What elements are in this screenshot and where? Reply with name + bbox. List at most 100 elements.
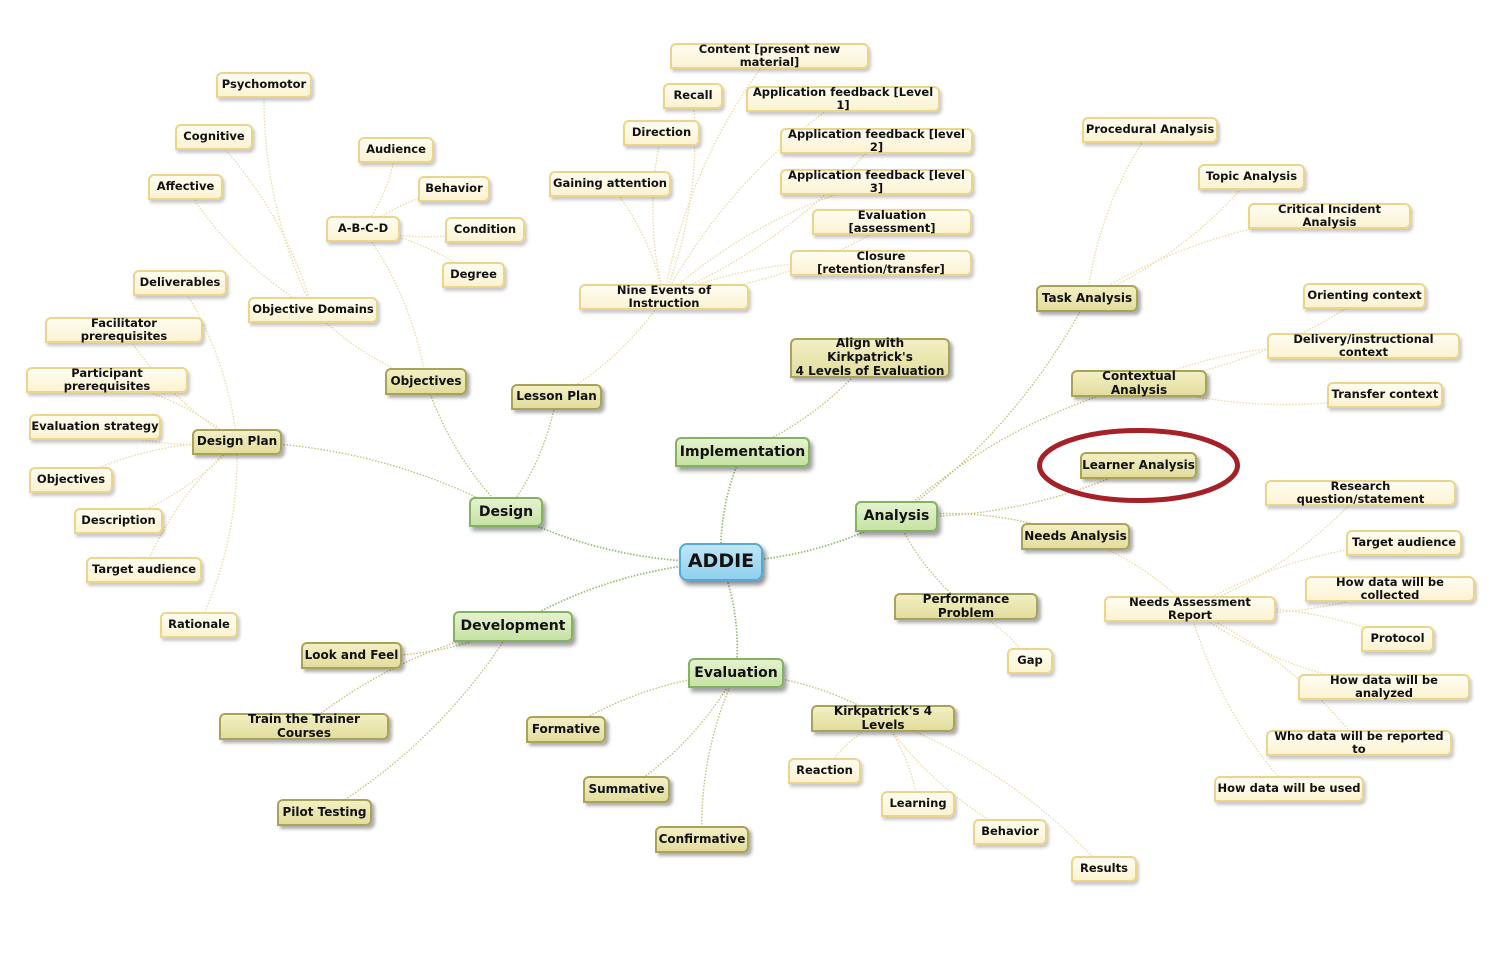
node-recall[interactable]: Recall — [663, 83, 723, 109]
node-nine-events[interactable]: Nine Events of Instruction — [579, 283, 749, 310]
node-needs-analysis[interactable]: Needs Analysis — [1021, 523, 1130, 550]
connector-evaluation-summative — [626, 672, 737, 791]
node-pilot-testing[interactable]: Pilot Testing — [277, 799, 372, 826]
node-objective-domains[interactable]: Objective Domains — [248, 297, 378, 323]
node-target-audience-design[interactable]: Target audience — [86, 557, 202, 583]
node-needs-assessment-report[interactable]: Needs Assessment Report — [1104, 595, 1276, 622]
node-behavior-abcd[interactable]: Behavior — [418, 176, 490, 202]
node-procedural-analysis[interactable]: Procedural Analysis — [1082, 117, 1218, 143]
node-data-reported[interactable]: Who data will be reported to — [1266, 729, 1452, 756]
node-task-analysis[interactable]: Task Analysis — [1036, 285, 1138, 312]
node-critical-incident-analysis[interactable]: Critical Incident Analysis — [1248, 202, 1411, 229]
node-participant-prerequisites[interactable]: Participant prerequisites — [26, 366, 188, 393]
node-behavior-kirkpatrick[interactable]: Behavior — [973, 819, 1047, 845]
connector-needs_assessment_report-data_reported — [1189, 608, 1360, 744]
connector-objective_domains-psychomotor — [263, 84, 314, 311]
highlight-ellipse — [1037, 428, 1240, 503]
node-content-new-material[interactable]: Content [present new material] — [670, 42, 869, 69]
connector-design_plan-deliverables — [179, 282, 238, 443]
connector-nine_events-direction — [652, 132, 665, 298]
node-topic-analysis[interactable]: Topic Analysis — [1198, 164, 1305, 190]
node-confirmative[interactable]: Confirmative — [655, 826, 749, 853]
node-objectives-leaf[interactable]: Objectives — [29, 467, 113, 493]
node-contextual-analysis[interactable]: Contextual Analysis — [1071, 369, 1207, 397]
connector-addie-evaluation — [720, 561, 739, 674]
node-application-feedback-1[interactable]: Application feedback [Level 1] — [746, 85, 940, 112]
connector-objectives_branch-abcd — [362, 228, 427, 382]
node-application-feedback-2[interactable]: Application feedback [level 2] — [780, 127, 973, 154]
node-reaction[interactable]: Reaction — [788, 758, 861, 784]
node-research-question[interactable]: Research question/statement — [1265, 479, 1456, 506]
connector-nine_events-app_feedback_3 — [663, 181, 877, 298]
node-kirkpatrick-levels[interactable]: Kirkpatrick's 4 Levels — [811, 704, 955, 732]
node-summative[interactable]: Summative — [583, 776, 670, 803]
connector-nine_events-app_feedback_1 — [663, 98, 844, 298]
node-psychomotor[interactable]: Psychomotor — [216, 72, 312, 98]
node-data-analyzed[interactable]: How data will be analyzed — [1298, 673, 1470, 700]
connector-addie-implementation — [719, 451, 744, 563]
node-affective[interactable]: Affective — [148, 174, 223, 200]
node-abcd[interactable]: A-B-C-D — [326, 216, 400, 242]
node-train-the-trainer[interactable]: Train the Trainer Courses — [219, 712, 389, 740]
connector-needs_assessment_report-data_analyzed — [1189, 608, 1385, 688]
connector-nine_events-evaluation_assessment — [663, 221, 893, 298]
node-direction[interactable]: Direction — [623, 120, 700, 146]
node-addie[interactable]: ADDIE — [679, 543, 763, 581]
node-look-and-feel[interactable]: Look and Feel — [301, 642, 402, 669]
node-degree[interactable]: Degree — [442, 262, 505, 288]
node-audience[interactable]: Audience — [358, 137, 434, 163]
node-transfer-context[interactable]: Transfer context — [1327, 382, 1443, 408]
node-development[interactable]: Development — [453, 611, 573, 642]
node-align-kirkpatrick[interactable]: Align with Kirkpatrick's 4 Levels of Eva… — [790, 336, 950, 378]
connector-nine_events-recall — [663, 95, 696, 298]
node-evaluation-assessment[interactable]: Evaluation [assessment] — [812, 208, 972, 235]
node-condition[interactable]: Condition — [445, 217, 525, 243]
node-analysis[interactable]: Analysis — [855, 501, 938, 532]
connector-nine_events-app_feedback_2 — [663, 140, 877, 298]
connector-design-design_plan — [236, 441, 507, 513]
node-description[interactable]: Description — [74, 508, 163, 534]
connector-task_analysis-procedural_analysis — [1086, 129, 1151, 299]
node-evaluation[interactable]: Evaluation — [688, 658, 784, 688]
node-objectives[interactable]: Objectives — [385, 368, 467, 395]
node-evaluation-strategy[interactable]: Evaluation strategy — [29, 414, 161, 440]
node-design-plan[interactable]: Design Plan — [192, 429, 282, 455]
node-learning[interactable]: Learning — [881, 791, 955, 817]
node-deliverables[interactable]: Deliverables — [133, 270, 227, 296]
connector-design_plan-rationale — [198, 441, 238, 626]
node-closure[interactable]: Closure [retention/transfer] — [790, 249, 972, 276]
node-target-audience-needs[interactable]: Target audience — [1346, 530, 1462, 556]
node-orienting-context[interactable]: Orienting context — [1303, 283, 1426, 309]
node-implementation[interactable]: Implementation — [675, 437, 810, 467]
node-performance-problem[interactable]: Performance Problem — [894, 592, 1038, 620]
connector-lesson_plan-nine_events — [556, 296, 665, 398]
connector-evaluation-confirmative — [701, 672, 737, 840]
node-delivery-context[interactable]: Delivery/instructional context — [1267, 332, 1460, 359]
node-cognitive[interactable]: Cognitive — [175, 124, 253, 150]
connector-development-pilot_testing — [324, 626, 514, 814]
node-design[interactable]: Design — [469, 497, 543, 527]
node-facilitator-prerequisites[interactable]: Facilitator prerequisites — [45, 316, 203, 343]
node-results[interactable]: Results — [1071, 856, 1137, 882]
node-data-collected[interactable]: How data will be collected — [1305, 575, 1475, 602]
node-lesson-plan[interactable]: Lesson Plan — [511, 384, 602, 410]
node-protocol[interactable]: Protocol — [1361, 626, 1434, 652]
connector-design_plan-target_audience_dp — [143, 441, 238, 571]
node-data-used[interactable]: How data will be used — [1214, 776, 1364, 802]
connector-nine_events-content_new — [663, 55, 771, 298]
node-gaining-attention[interactable]: Gaining attention — [549, 171, 671, 197]
connector-needs_assessment_report-target_audience_na — [1189, 542, 1405, 610]
node-gap[interactable]: Gap — [1007, 648, 1053, 674]
connector-needs_assessment_report-data_used — [1189, 608, 1290, 790]
connector-objective_domains-cognitive — [213, 136, 314, 311]
connector-nine_events-gaining_attention — [609, 183, 665, 298]
connector-contextual_analysis-orienting_context — [1138, 295, 1365, 385]
connector-analysis-task_analysis — [896, 298, 1088, 518]
node-rationale[interactable]: Rationale — [160, 612, 238, 638]
node-application-feedback-3[interactable]: Application feedback [level 3] — [780, 168, 973, 195]
connector-design-objectives_branch — [425, 381, 507, 513]
node-formative[interactable]: Formative — [526, 716, 606, 743]
connector-design-lesson_plan — [505, 396, 558, 513]
connector-task_analysis-topic_analysis — [1086, 176, 1252, 300]
node-learner-analysis[interactable]: Learner Analysis — [1080, 452, 1197, 479]
